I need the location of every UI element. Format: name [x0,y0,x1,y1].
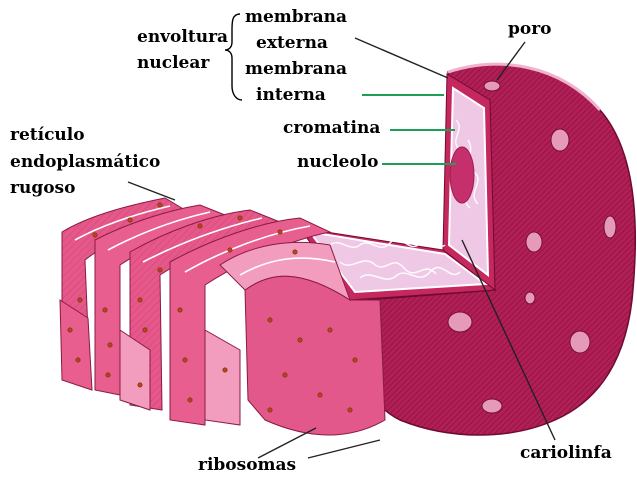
ribosome [278,230,282,234]
leader-ribosomas [258,428,316,458]
label-membrana-interna-2: interna [256,85,326,105]
er-front-block [245,276,385,435]
ribosome [103,308,107,312]
ribosome [328,328,332,332]
label-ribosomas: ribosomas [198,455,296,475]
ribosome [298,338,302,342]
label-membrana-interna-1: membrana [245,59,347,79]
ribosome [223,368,227,372]
leader-ribosomas-2 [308,440,380,458]
ribosome [108,343,112,347]
ribosome [143,328,147,332]
ribosome [138,298,142,302]
ribosome [128,218,132,222]
leader-membrana-externa [355,38,448,78]
label-envoltura: envoltura [137,27,228,47]
er-slab [205,330,240,425]
label-cromatina: cromatina [283,118,380,138]
label-reticulo-3: rugoso [10,178,75,198]
pore [448,312,472,332]
label-nuclear: nuclear [137,53,210,73]
label-membrana-externa-2: externa [256,33,328,53]
ribosome [198,224,202,228]
label-reticulo-1: retículo [10,125,85,145]
pore [484,81,500,91]
ribosome [76,358,80,362]
ribosome [353,358,357,362]
ribosome [293,250,297,254]
pore [551,129,569,151]
label-reticulo-2: endoplasmático [10,152,160,172]
pore [604,216,616,238]
leader-reticulo [128,182,175,200]
ribosome [188,398,192,402]
ribosome [228,248,232,252]
ribosome [283,373,287,377]
label-cariolinfa: cariolinfa [520,443,612,463]
ribosome [318,393,322,397]
ribosome [348,408,352,412]
ribosome [158,203,162,207]
pore [525,292,535,304]
ribosome [268,318,272,322]
ribosome [178,308,182,312]
ribosome [138,383,142,387]
label-nucleolo: nucleolo [297,152,378,172]
ribosome [93,233,97,237]
ribosome [78,298,82,302]
ribosome [268,408,272,412]
pore [526,232,542,252]
label-poro: poro [508,19,552,39]
nucleolus [450,147,474,203]
ribosome [106,373,110,377]
pore [570,331,590,353]
ribosome [183,358,187,362]
ribosome [158,268,162,272]
label-membrana-externa-1: membrana [245,7,347,27]
pore [482,399,502,413]
ribosome [68,328,72,332]
ribosome [238,216,242,220]
